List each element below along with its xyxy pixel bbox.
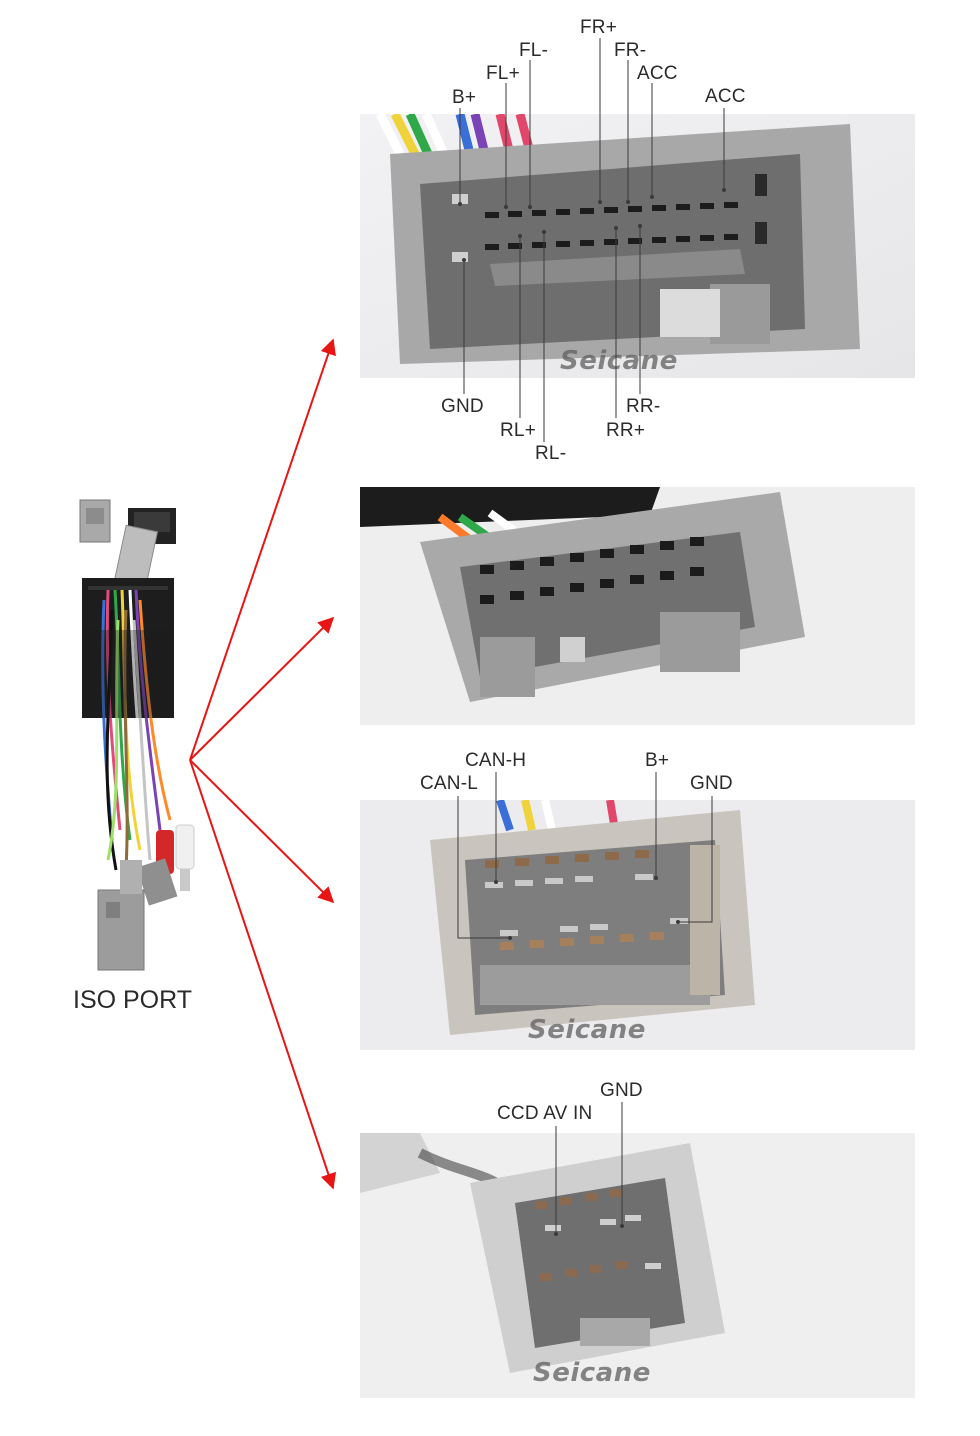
connector-photo-3: Seicane	[360, 800, 915, 1050]
watermark-1: Seicane	[560, 346, 678, 376]
iso-harness-image	[60, 490, 210, 980]
connector-photo-4: Seicane	[360, 1133, 915, 1398]
pin-label-rl-plus: RL+	[500, 420, 536, 441]
leader-gnd-3	[678, 796, 713, 923]
watermark-4: Seicane	[533, 1358, 651, 1388]
pin-label-fr-plus: FR+	[580, 17, 618, 38]
pin-label-rr-minus: RR-	[626, 396, 661, 417]
arrow-to-connector-4	[189, 759, 337, 1190]
watermark-3: Seicane	[528, 1015, 646, 1045]
pin-label-rr-plus: RR+	[606, 420, 646, 441]
pin-label-fl-minus: FL-	[519, 40, 549, 61]
pin-label-fl-plus: FL+	[486, 63, 520, 84]
pin-label-can-l: CAN-L	[420, 773, 479, 794]
connector-photo-1: Seicane	[360, 114, 915, 378]
connector-photo-2	[360, 487, 915, 725]
pin-label-ccd-av-in: CCD AV IN	[497, 1103, 593, 1124]
pin-label-b-plus-1: B+	[452, 87, 477, 108]
pin-label-can-h: CAN-H	[465, 750, 527, 771]
pin-label-gnd-4: GND	[600, 1080, 643, 1101]
leader-can-l	[457, 796, 510, 939]
pin-label-rl-minus: RL-	[535, 443, 567, 464]
iso-port-label: ISO PORT	[73, 986, 193, 1014]
pin-label-acc-2: ACC	[705, 86, 746, 107]
pin-label-acc-1: ACC	[637, 63, 678, 84]
pin-label-gnd-1: GND	[441, 396, 484, 417]
arrow-to-connector-2	[189, 616, 335, 761]
arrow-to-connector-1	[189, 338, 336, 761]
pin-label-b-plus-3: B+	[645, 750, 670, 771]
pin-label-fr-minus: FR-	[614, 40, 647, 61]
arrow-to-connector-3	[189, 759, 335, 904]
pin-label-gnd-3: GND	[690, 773, 733, 794]
